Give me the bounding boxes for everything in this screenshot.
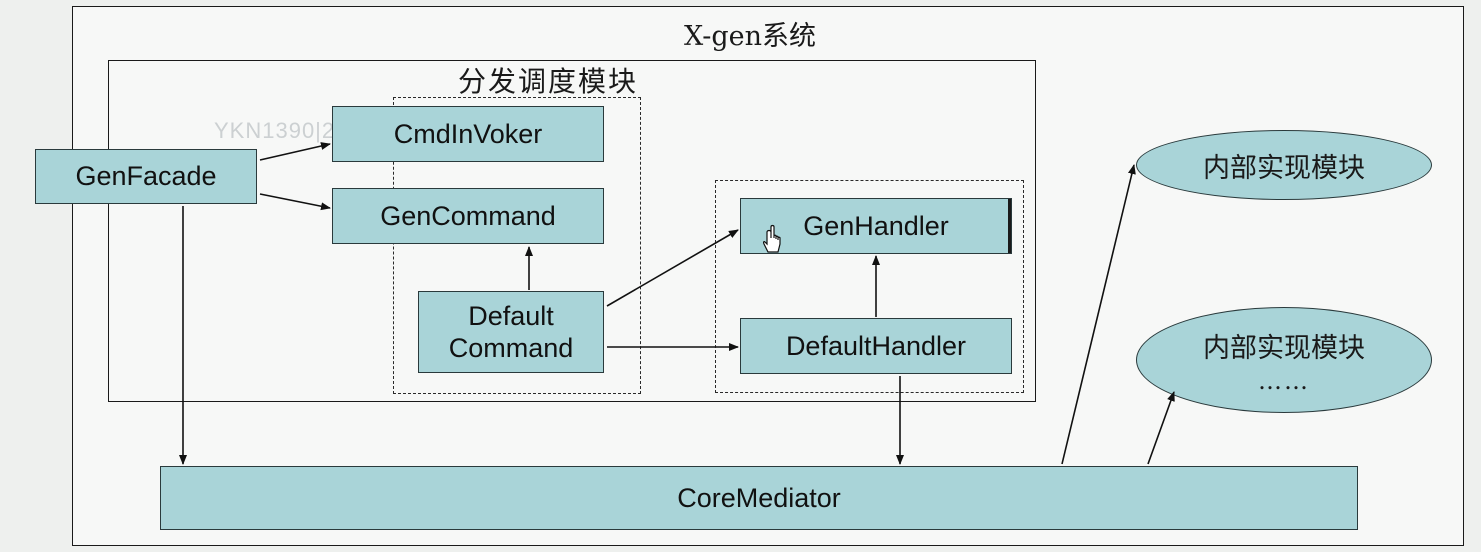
node-internal-module-1-label: 内部实现模块 bbox=[1203, 152, 1365, 184]
node-core-mediator: CoreMediator bbox=[160, 466, 1358, 530]
node-default-command-label-1: Default bbox=[468, 300, 554, 331]
node-cmd-invoker: CmdInVoker bbox=[332, 106, 604, 162]
node-internal-module-2-ellipsis: …… bbox=[1258, 366, 1310, 395]
node-default-command: Default Command bbox=[418, 291, 604, 373]
node-gen-command-label: GenCommand bbox=[380, 200, 556, 231]
node-cmd-invoker-label: CmdInVoker bbox=[393, 118, 543, 149]
node-core-mediator-label: CoreMediator bbox=[677, 482, 841, 513]
node-default-handler: DefaultHandler bbox=[740, 318, 1012, 374]
system-title: X-gen系统 bbox=[684, 21, 817, 52]
node-gen-facade-label: GenFacade bbox=[75, 161, 217, 192]
dispatch-module-title: 分发调度模块 bbox=[458, 65, 639, 98]
node-internal-module-2-label: 内部实现模块 bbox=[1203, 332, 1365, 364]
node-gen-command: GenCommand bbox=[332, 188, 604, 244]
node-gen-facade: GenFacade bbox=[35, 149, 257, 204]
node-default-command-label-2: Command bbox=[448, 333, 574, 363]
node-gen-handler: GenHandler bbox=[740, 198, 1012, 254]
node-internal-module-1: 内部实现模块 bbox=[1136, 130, 1432, 200]
node-internal-module-2: 内部实现模块 …… bbox=[1136, 307, 1432, 413]
node-default-handler-label: DefaultHandler bbox=[785, 330, 967, 361]
node-gen-handler-label: GenHandler bbox=[803, 210, 949, 241]
